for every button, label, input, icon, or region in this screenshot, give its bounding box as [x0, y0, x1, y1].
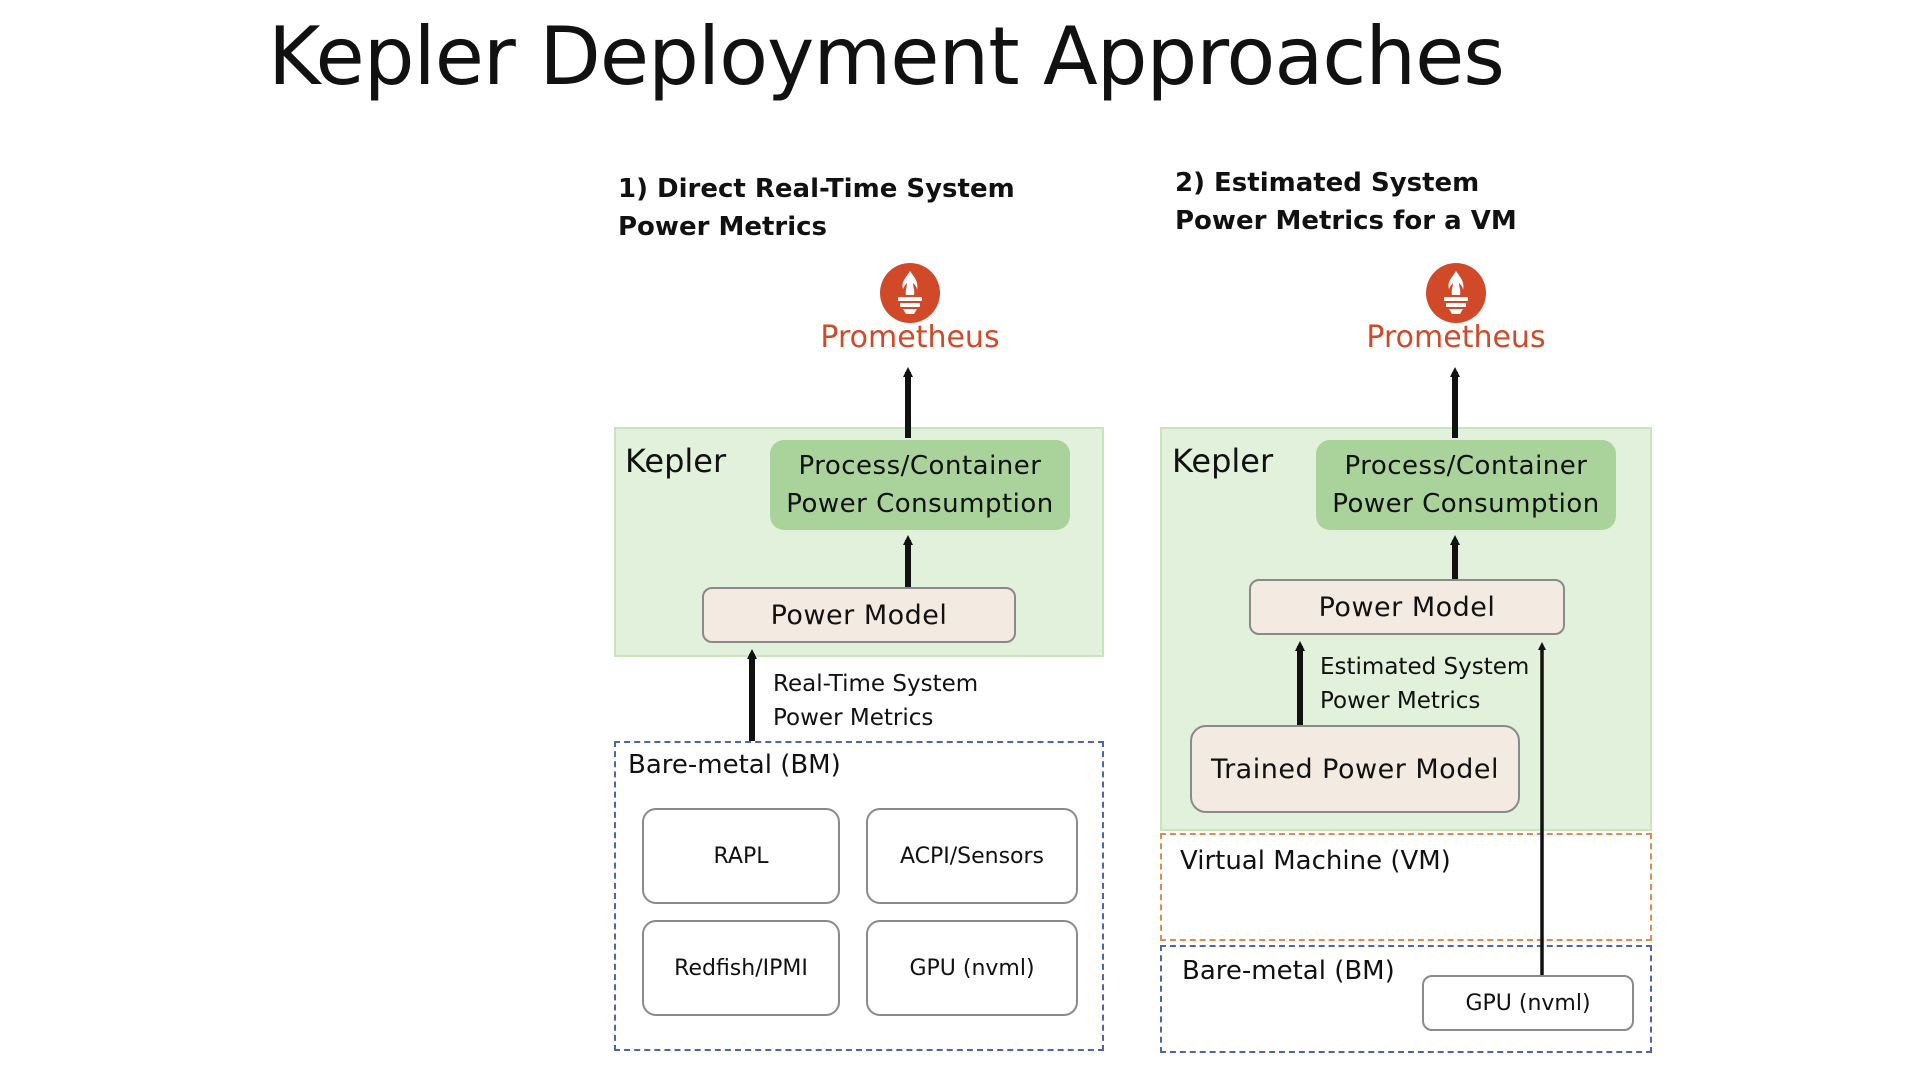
left-kepler-label: Kepler: [625, 442, 727, 480]
left-pcpc-line1: Process/Container: [798, 451, 1042, 481]
left-heading: 1) Direct Real-Time System Power Metrics: [618, 170, 1015, 246]
right-power-model-label: Power Model: [1318, 591, 1496, 623]
right-process-container-power-box: Process/Container Power Consumption: [1316, 440, 1616, 530]
redfish-ipmi-source-box: Redfish/IPMI: [642, 920, 840, 1016]
left-gpu-source-box: GPU (nvml): [866, 920, 1078, 1016]
acpi-sensors-label: ACPI/Sensors: [899, 843, 1045, 869]
trained-power-model-label: Trained Power Model: [1211, 753, 1499, 785]
left-process-container-power-box: Process/Container Power Consumption: [770, 440, 1070, 530]
left-power-model-box: Power Model: [702, 587, 1016, 643]
prometheus-torch-icon: [1426, 263, 1486, 323]
left-heading-line2: Power Metrics: [618, 212, 828, 242]
right-heading-line1: 2) Estimated System: [1175, 168, 1480, 198]
left-pcpc-line2: Power Consumption: [786, 489, 1054, 519]
left-bare-metal-label: Bare-metal (BM): [628, 750, 841, 780]
right-arrow-label-line2: Power Metrics: [1320, 688, 1481, 714]
left-gpu-label: GPU (nvml): [909, 955, 1035, 981]
prometheus-torch-icon: [880, 263, 940, 323]
right-heading: 2) Estimated System Power Metrics for a …: [1175, 164, 1517, 240]
acpi-sensors-source-box: ACPI/Sensors: [866, 808, 1078, 904]
left-bare-metal-box: [614, 741, 1104, 1051]
left-prometheus-label: Prometheus: [820, 320, 1000, 355]
rapl-label: RAPL: [713, 843, 769, 869]
right-prometheus-label: Prometheus: [1366, 320, 1546, 355]
right-arrow-label: Estimated System Power Metrics: [1320, 650, 1529, 718]
rapl-source-box: RAPL: [642, 808, 840, 904]
right-pcpc-line1: Process/Container: [1344, 451, 1588, 481]
virtual-machine-box: [1160, 833, 1652, 941]
right-kepler-label: Kepler: [1172, 442, 1274, 480]
redfish-ipmi-label: Redfish/IPMI: [674, 955, 808, 981]
left-arrow-label: Real-Time System Power Metrics: [773, 667, 978, 735]
right-power-model-box: Power Model: [1249, 579, 1565, 635]
right-arrow-label-line1: Estimated System: [1320, 654, 1530, 680]
right-bare-metal-box: [1160, 945, 1652, 1053]
right-gpu-label: GPU (nvml): [1465, 990, 1591, 1016]
right-gpu-source-box: GPU (nvml): [1422, 975, 1634, 1031]
left-arrow-label-line1: Real-Time System: [773, 671, 979, 697]
slide-title: Kepler Deployment Approaches: [268, 10, 1505, 103]
left-heading-line1: 1) Direct Real-Time System: [618, 174, 1015, 204]
virtual-machine-label: Virtual Machine (VM): [1180, 846, 1451, 876]
right-pcpc-line2: Power Consumption: [1332, 489, 1600, 519]
left-arrow-label-line2: Power Metrics: [773, 705, 934, 731]
left-power-model-label: Power Model: [770, 599, 948, 631]
right-bare-metal-label: Bare-metal (BM): [1182, 956, 1395, 986]
trained-power-model-box: Trained Power Model: [1190, 725, 1520, 813]
right-heading-line2: Power Metrics for a VM: [1175, 206, 1517, 236]
